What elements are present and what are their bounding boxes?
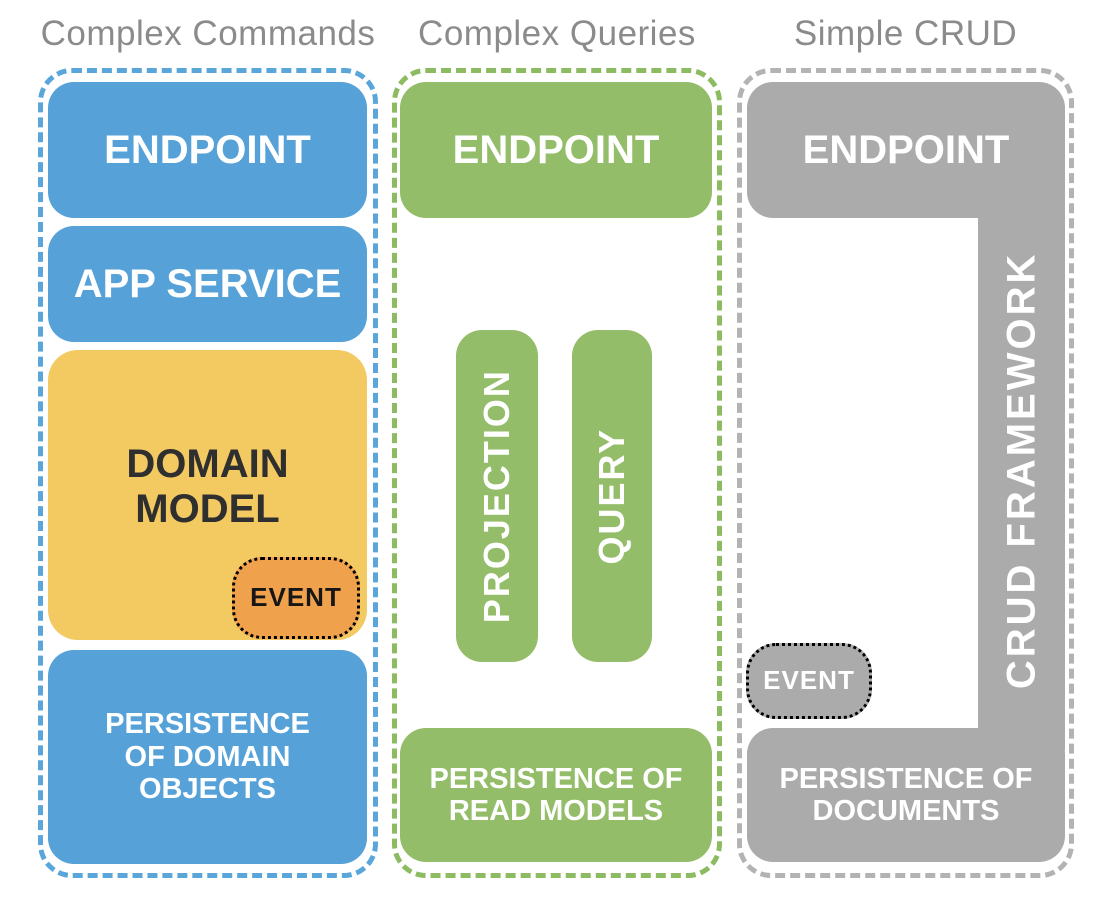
crud-endpoint-label: ENDPOINT — [802, 127, 1010, 172]
simple-crud-group — [737, 68, 1074, 878]
projection-block: PROJECTION — [456, 330, 538, 662]
persistence-domain-objects-label: PERSISTENCE OF DOMAIN OBJECTS — [105, 708, 310, 806]
column-header-complex-commands: Complex Commands — [40, 14, 376, 53]
domain-event-label: EVENT — [250, 582, 342, 613]
query-label: QUERY — [590, 427, 632, 565]
queries-endpoint-label: ENDPOINT — [452, 127, 660, 172]
persistence-read-models-block: PERSISTENCE OF READ MODELS — [400, 728, 712, 862]
persistence-read-models-label: PERSISTENCE OF READ MODELS — [429, 762, 683, 827]
commands-endpoint-block: ENDPOINT — [48, 82, 367, 218]
crud-framework-label: CRUD FRAMEWORK — [999, 251, 1044, 689]
column-header-complex-queries: Complex Queries — [418, 14, 696, 53]
domain-event-pill: EVENT — [232, 557, 360, 639]
app-service-block: APP SERVICE — [48, 226, 367, 342]
persistence-documents-block: PERSISTENCE OF DOCUMENTS — [747, 728, 1065, 862]
commands-endpoint-label: ENDPOINT — [104, 127, 311, 172]
domain-model-label: DOMAIN MODEL — [126, 442, 289, 531]
projection-label: PROJECTION — [475, 368, 517, 624]
persistence-domain-objects-block: PERSISTENCE OF DOMAIN OBJECTS — [48, 650, 367, 864]
domain-model-block: DOMAIN MODEL — [48, 350, 367, 640]
query-block: QUERY — [572, 330, 652, 662]
complex-queries-group — [392, 68, 722, 878]
persistence-documents-label: PERSISTENCE OF DOCUMENTS — [779, 762, 1033, 827]
complex-commands-group — [38, 68, 378, 878]
crud-event-label: EVENT — [763, 665, 855, 696]
crud-endpoint-block: ENDPOINT — [747, 82, 1065, 218]
crud-event-pill: EVENT — [746, 643, 872, 719]
queries-endpoint-block: ENDPOINT — [400, 82, 712, 218]
column-header-simple-crud: Simple CRUD — [793, 14, 1018, 53]
crud-framework-bar: CRUD FRAMEWORK — [978, 190, 1065, 750]
app-service-label: APP SERVICE — [73, 261, 342, 306]
